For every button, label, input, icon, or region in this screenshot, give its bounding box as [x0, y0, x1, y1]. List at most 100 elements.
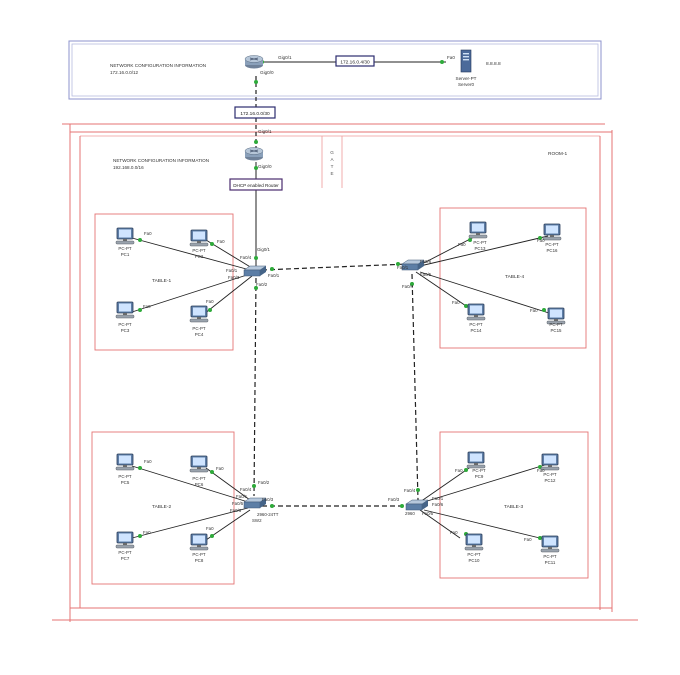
sw3-port-fa03: Fa0/3: [388, 497, 400, 502]
pc-port: Fa0: [530, 308, 538, 313]
link-pc9-sw3: [419, 465, 473, 503]
sw4-port-fa04: Fa0/4: [402, 284, 414, 289]
sw2-model: 2960-24TT: [257, 512, 279, 517]
pc-port: Fa0: [452, 300, 460, 305]
link-subnet-box: [234, 106, 276, 119]
top-info-title: NETWORK CONFIGURATION INFORMATION: [110, 63, 206, 68]
pc-icon[interactable]: [542, 223, 562, 241]
server-type: Server-PT: [456, 76, 477, 81]
pc-icon[interactable]: [540, 535, 560, 553]
sw3-port-fa01: Fa0/1: [432, 496, 444, 501]
link-pc7-sw2: [131, 507, 249, 539]
sw1-port-gig01: Gig0/1: [257, 247, 270, 252]
link-pc10-sw3: [419, 509, 461, 539]
pc-name: PC3: [121, 328, 130, 333]
main-info-subnet: 192.168.0.0/16: [113, 165, 144, 170]
main-router-port-gig01: Gig0/1: [258, 129, 272, 134]
pc-port: Fa0: [206, 526, 214, 531]
isp-router[interactable]: [244, 55, 264, 69]
sw2-port-fa03: Fa0/3: [262, 497, 274, 502]
link-pc11-sw3: [423, 509, 549, 541]
pc-icon[interactable]: [115, 453, 135, 471]
pc-port: Fa0: [144, 459, 152, 464]
switch-sw2[interactable]: [243, 497, 267, 509]
table-1-frame: [94, 213, 234, 351]
sw1-port-fa01-right: Fa0/1: [268, 273, 280, 278]
pc-icon[interactable]: [115, 531, 135, 549]
sw4-port-fa05: Fa0/5: [420, 272, 432, 277]
link-pc16-sw4: [419, 235, 549, 267]
sw2-port-fa05: Fa0/5: [232, 501, 244, 506]
pc-name: PC8: [195, 558, 204, 563]
pc-port: Fa0: [537, 468, 545, 473]
pc-type: PC-PT: [549, 322, 562, 327]
dhcp-label-box: [229, 178, 283, 191]
server-name: Server0: [458, 82, 475, 87]
pc-icon[interactable]: [189, 305, 209, 323]
sw3-port-fa05: Fa0/5: [422, 511, 434, 516]
link-sw4-sw3: [411, 273, 419, 501]
switch-sw1[interactable]: [243, 265, 267, 277]
pc-name: PC5: [121, 480, 130, 485]
top-subnet-label: 172.16.0.4/30: [340, 60, 370, 66]
pc-port: Fa0: [206, 299, 214, 304]
sw2-port-fa02: Fa0/2: [258, 480, 270, 485]
main-info-title: NETWORK CONFIGURATION INFORMATION: [113, 158, 209, 163]
pc-icon[interactable]: [115, 301, 135, 319]
pc-name: PC2: [195, 254, 204, 259]
link-pc13-sw4: [417, 235, 477, 267]
room-label: ROOM-1: [548, 151, 568, 157]
pc-icon[interactable]: [189, 533, 209, 551]
pc-icon[interactable]: [464, 533, 484, 551]
pc-icon[interactable]: [468, 221, 488, 239]
server-ip: 8.8.8.8: [486, 61, 501, 67]
table-3-frame: [439, 431, 589, 579]
pc-type: PC-PT: [473, 240, 486, 245]
pc-icon[interactable]: [466, 451, 486, 469]
link-pc5-sw2: [131, 465, 249, 503]
pc-type: PC-PT: [118, 246, 131, 251]
table-1-label: TABLE-1: [152, 278, 171, 284]
sw3-port-fa06: Fa0/6: [432, 502, 444, 507]
pc-name: PC11: [545, 560, 556, 565]
switch-sw4[interactable]: [401, 259, 425, 271]
pc-icon[interactable]: [189, 229, 209, 247]
pc-port: Fa0: [455, 468, 463, 473]
server[interactable]: [460, 49, 472, 73]
pc-icon[interactable]: [115, 227, 135, 245]
sw3-port-fa04: Fa0/4: [404, 488, 416, 493]
pc-name: PC16: [547, 248, 559, 253]
isp-router-port-gig00: Gig0/0: [260, 70, 274, 75]
pc-type: PC-PT: [467, 552, 480, 557]
pc-type: PC-PT: [545, 242, 558, 247]
pc-type: PC-PT: [192, 326, 205, 331]
gate-letter: A: [330, 157, 334, 162]
sw4-port-fa06: Fa0/6: [420, 259, 432, 264]
table-2-frame: [91, 431, 235, 585]
pc-name: PC15: [551, 328, 563, 333]
sw2-name: SW2: [252, 518, 262, 523]
main-router[interactable]: [244, 147, 264, 161]
pc-type: PC-PT: [118, 474, 131, 479]
pc-port: Fa0: [450, 530, 458, 535]
main-router-port-gig00: Gig0/0: [258, 164, 272, 169]
pc-port: Fa0: [144, 231, 152, 236]
sw1-port-fa01-left: Fa0/1: [226, 268, 238, 273]
pc-port: Fa0: [217, 239, 225, 244]
pc-name: PC7: [121, 556, 130, 561]
isp-router-port-gig01: Gig0/1: [278, 55, 292, 60]
pc-name: PC13: [475, 246, 487, 251]
dhcp-label: DHCP enabled Router: [233, 183, 279, 188]
pc-icon[interactable]: [466, 303, 486, 321]
top-network-frame-inner: [71, 43, 599, 97]
sw4-port-fa01: Fa0/1: [397, 265, 409, 270]
switch-sw3[interactable]: [405, 499, 429, 511]
pc-type: PC-PT: [543, 472, 556, 477]
pc-name: PC10: [469, 558, 481, 563]
pc-name: PC12: [545, 478, 557, 483]
pc-icon[interactable]: [189, 455, 209, 473]
link-pc12-sw3: [423, 463, 549, 503]
pc-port: Fa0: [143, 530, 151, 535]
